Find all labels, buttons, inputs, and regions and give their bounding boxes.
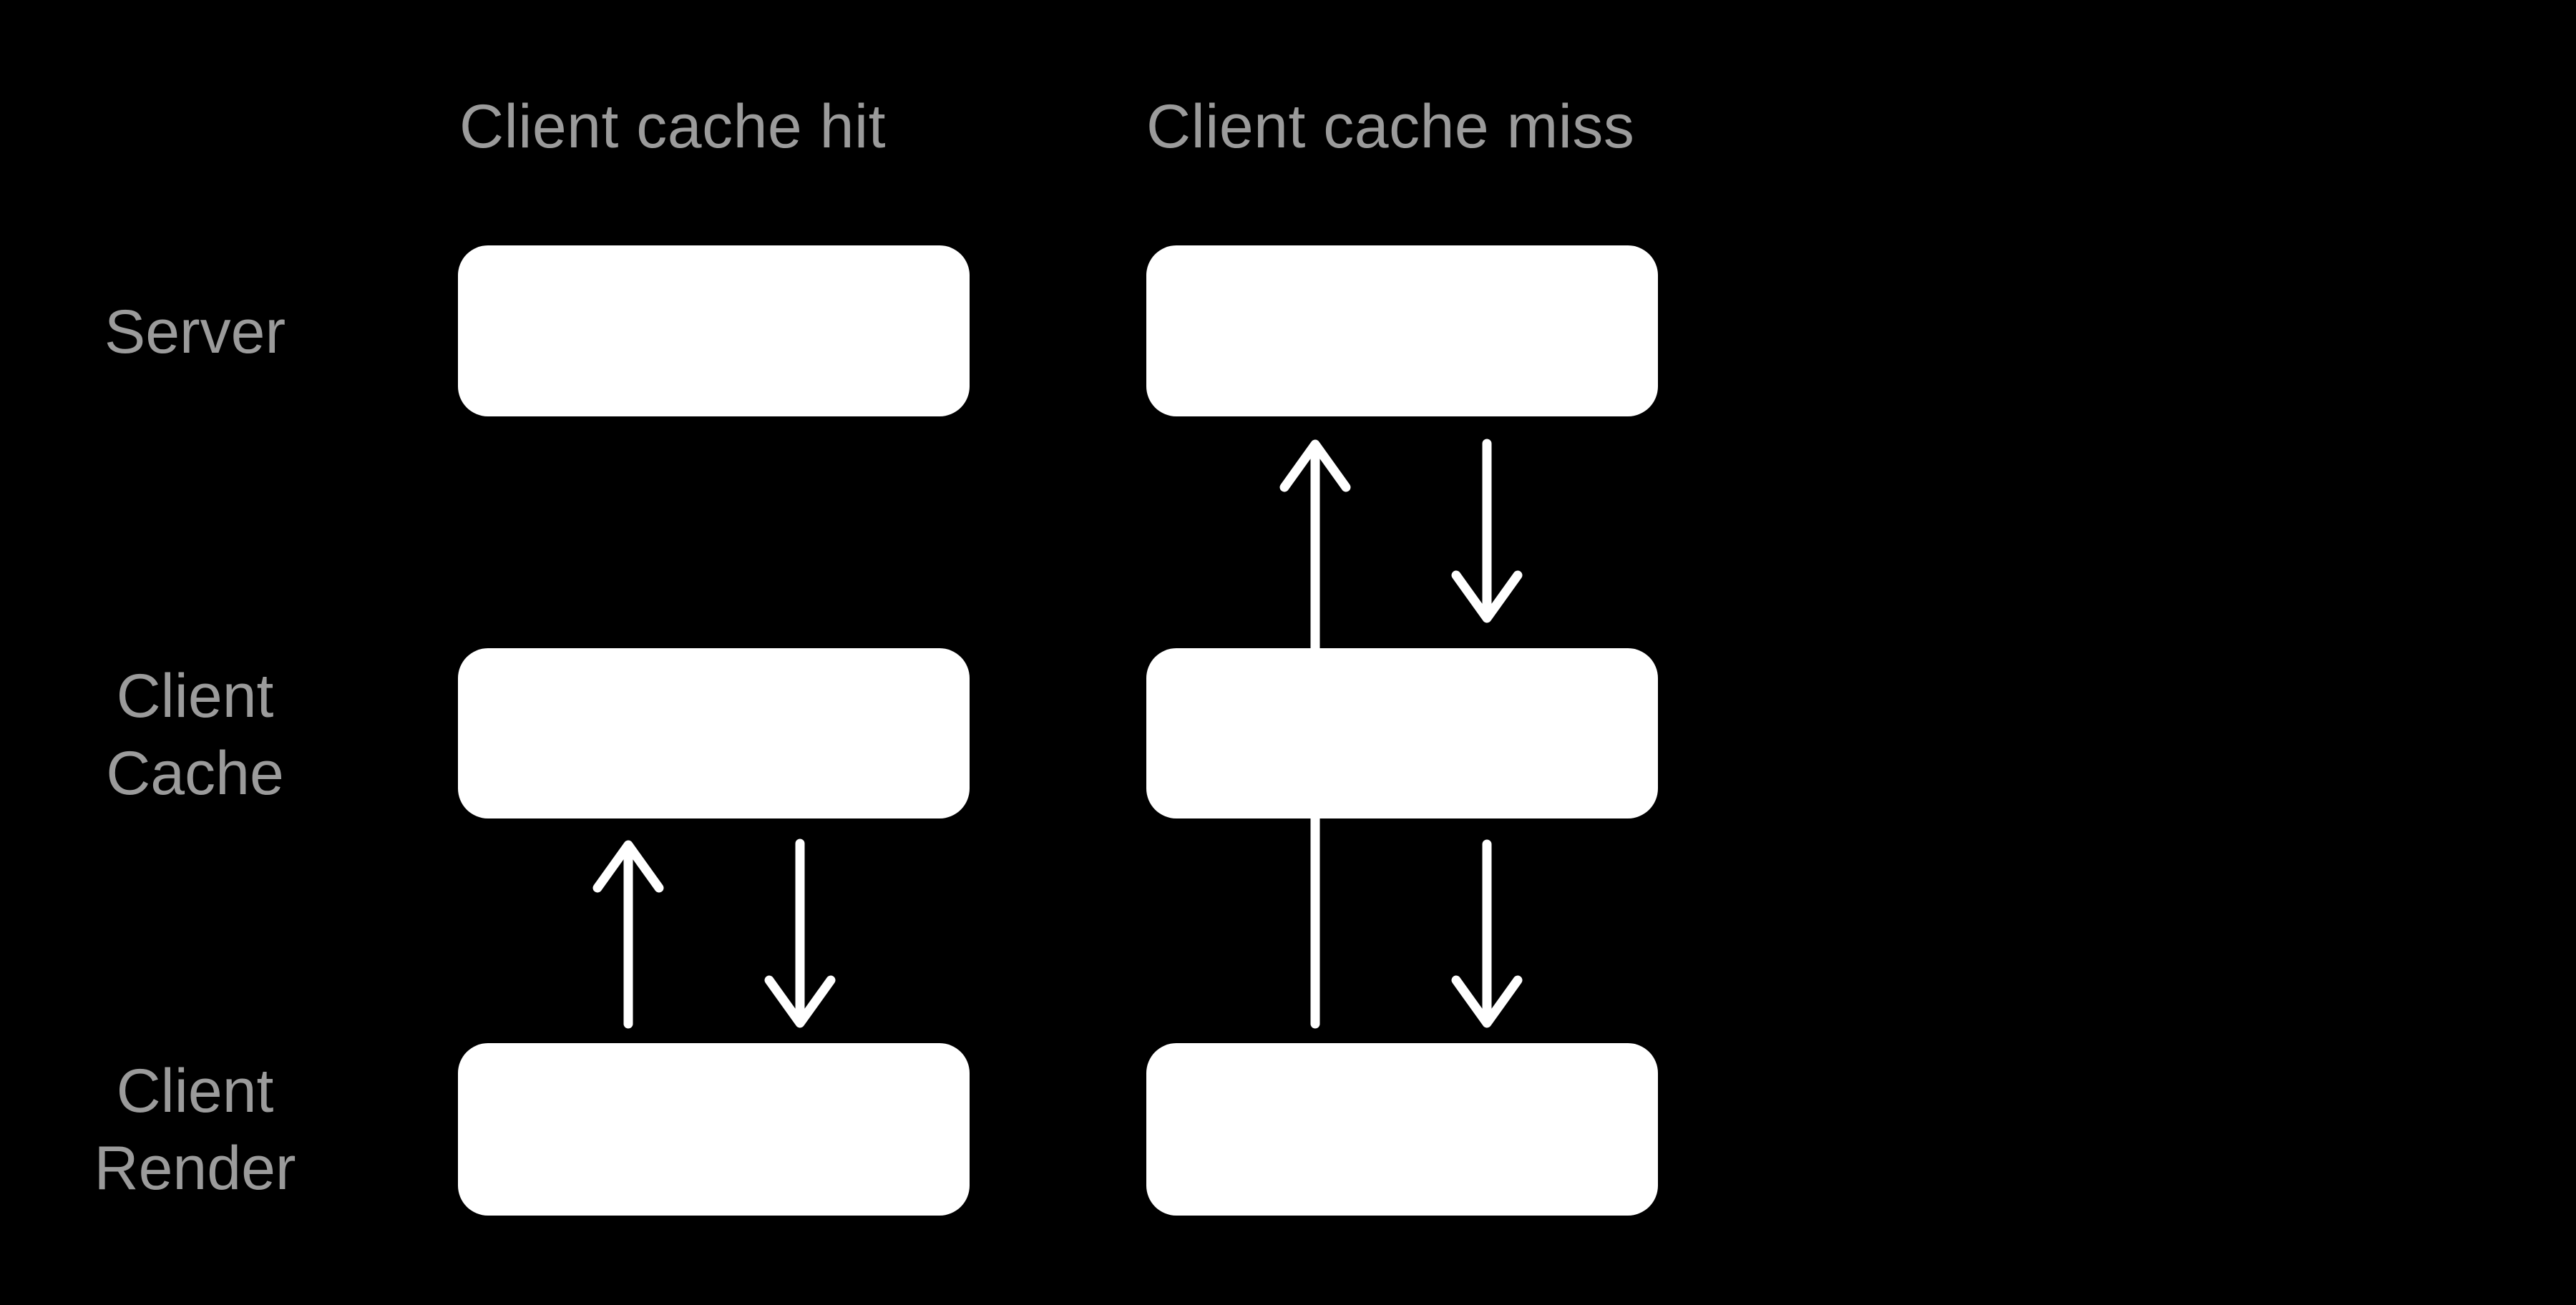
row-label-line: Client bbox=[116, 662, 274, 730]
row-label-line: Cache bbox=[106, 739, 284, 808]
box-miss-client-cache bbox=[1146, 648, 1658, 818]
box-hit-client-render bbox=[458, 1043, 970, 1216]
box-hit-client-cache bbox=[458, 648, 970, 818]
arrow-down-hit-cache-to-render bbox=[764, 839, 836, 1028]
row-label-line: Server bbox=[104, 298, 286, 366]
arrow-up-hit-render-to-cache bbox=[592, 840, 664, 1029]
row-label-server: Server bbox=[0, 293, 390, 371]
row-label-line: Client bbox=[116, 1057, 274, 1125]
row-label-client-cache: Client Cache bbox=[0, 658, 390, 812]
box-miss-server bbox=[1146, 245, 1658, 416]
row-label-line: Render bbox=[94, 1134, 296, 1203]
arrow-down-miss-server-to-cache bbox=[1451, 439, 1523, 623]
column-header-cache-miss: Client cache miss bbox=[1146, 92, 1635, 161]
arrow-down-miss-cache-to-render bbox=[1451, 839, 1523, 1028]
box-hit-server bbox=[458, 245, 970, 416]
column-header-cache-hit: Client cache hit bbox=[459, 92, 886, 161]
row-label-client-render: Client Render bbox=[0, 1052, 390, 1207]
box-miss-client-render bbox=[1146, 1043, 1658, 1216]
